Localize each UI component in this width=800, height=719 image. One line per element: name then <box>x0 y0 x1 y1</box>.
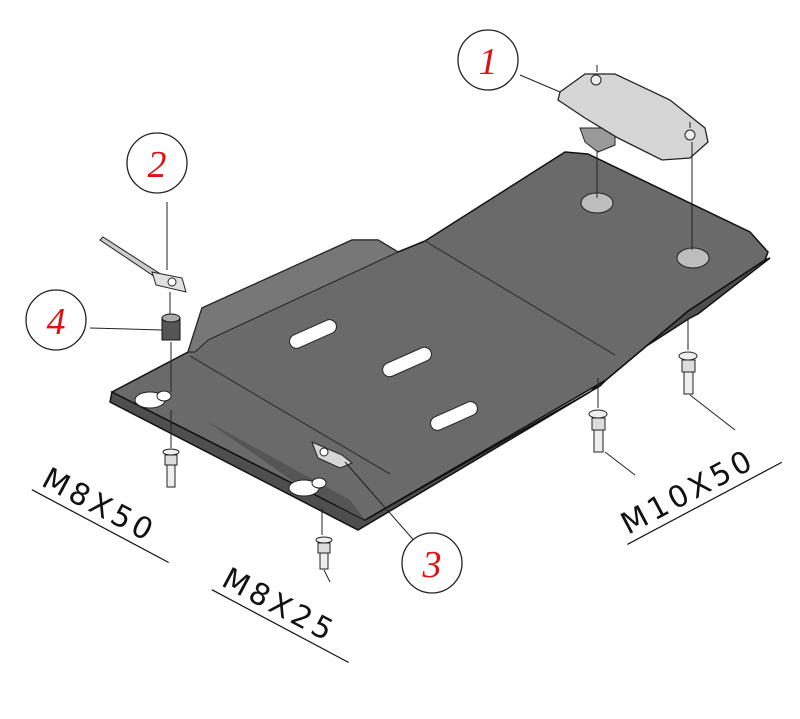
mount-pad <box>676 247 710 269</box>
svg-text:4: 4 <box>47 301 66 343</box>
plate-fold-line-left <box>189 355 391 475</box>
callout-2: 2 <box>126 132 188 194</box>
callout-4: 4 <box>25 289 87 351</box>
bracket-plate <box>557 65 709 250</box>
label-m10x50: M10X50 <box>615 442 783 545</box>
label-m8x50: M8X50 <box>31 461 169 564</box>
clip-plate <box>311 441 353 469</box>
leader-line-m10-a <box>604 451 636 476</box>
skid-plate <box>109 151 771 531</box>
svg-text:2: 2 <box>148 144 167 186</box>
skid-plate-flange <box>187 239 400 353</box>
bolt-right-2 <box>678 320 698 395</box>
svg-text:M8X50: M8X50 <box>36 461 162 550</box>
plate-fold-line-right <box>424 240 616 356</box>
bolt-left <box>162 410 180 488</box>
clamp-tie <box>99 202 187 318</box>
svg-text:M10X50: M10X50 <box>615 442 761 542</box>
svg-text:M8X25: M8X25 <box>216 561 342 650</box>
spacer-bushing <box>161 313 181 392</box>
svg-text:3: 3 <box>422 544 442 586</box>
plate-lower-shadow <box>205 420 365 520</box>
leader-line-m10-b <box>689 394 736 431</box>
label-m8x25: M8X25 <box>211 561 349 664</box>
bolt-right-1 <box>588 378 608 453</box>
leader-line-1 <box>519 74 561 93</box>
callout-3: 3 <box>401 532 463 594</box>
plate-slot <box>382 346 432 378</box>
skid-plate-edge <box>109 257 771 531</box>
leader-line-m8x25 <box>323 569 331 583</box>
svg-text:1: 1 <box>479 41 498 83</box>
keyhole-mount <box>134 390 172 409</box>
plate-slot <box>289 319 337 349</box>
keyhole-mount <box>288 477 327 497</box>
plate-slot <box>430 401 478 431</box>
leader-line-3 <box>344 461 419 546</box>
callout-1: 1 <box>457 29 519 91</box>
leader-line-4 <box>89 327 163 331</box>
bolt-middle <box>315 508 333 570</box>
